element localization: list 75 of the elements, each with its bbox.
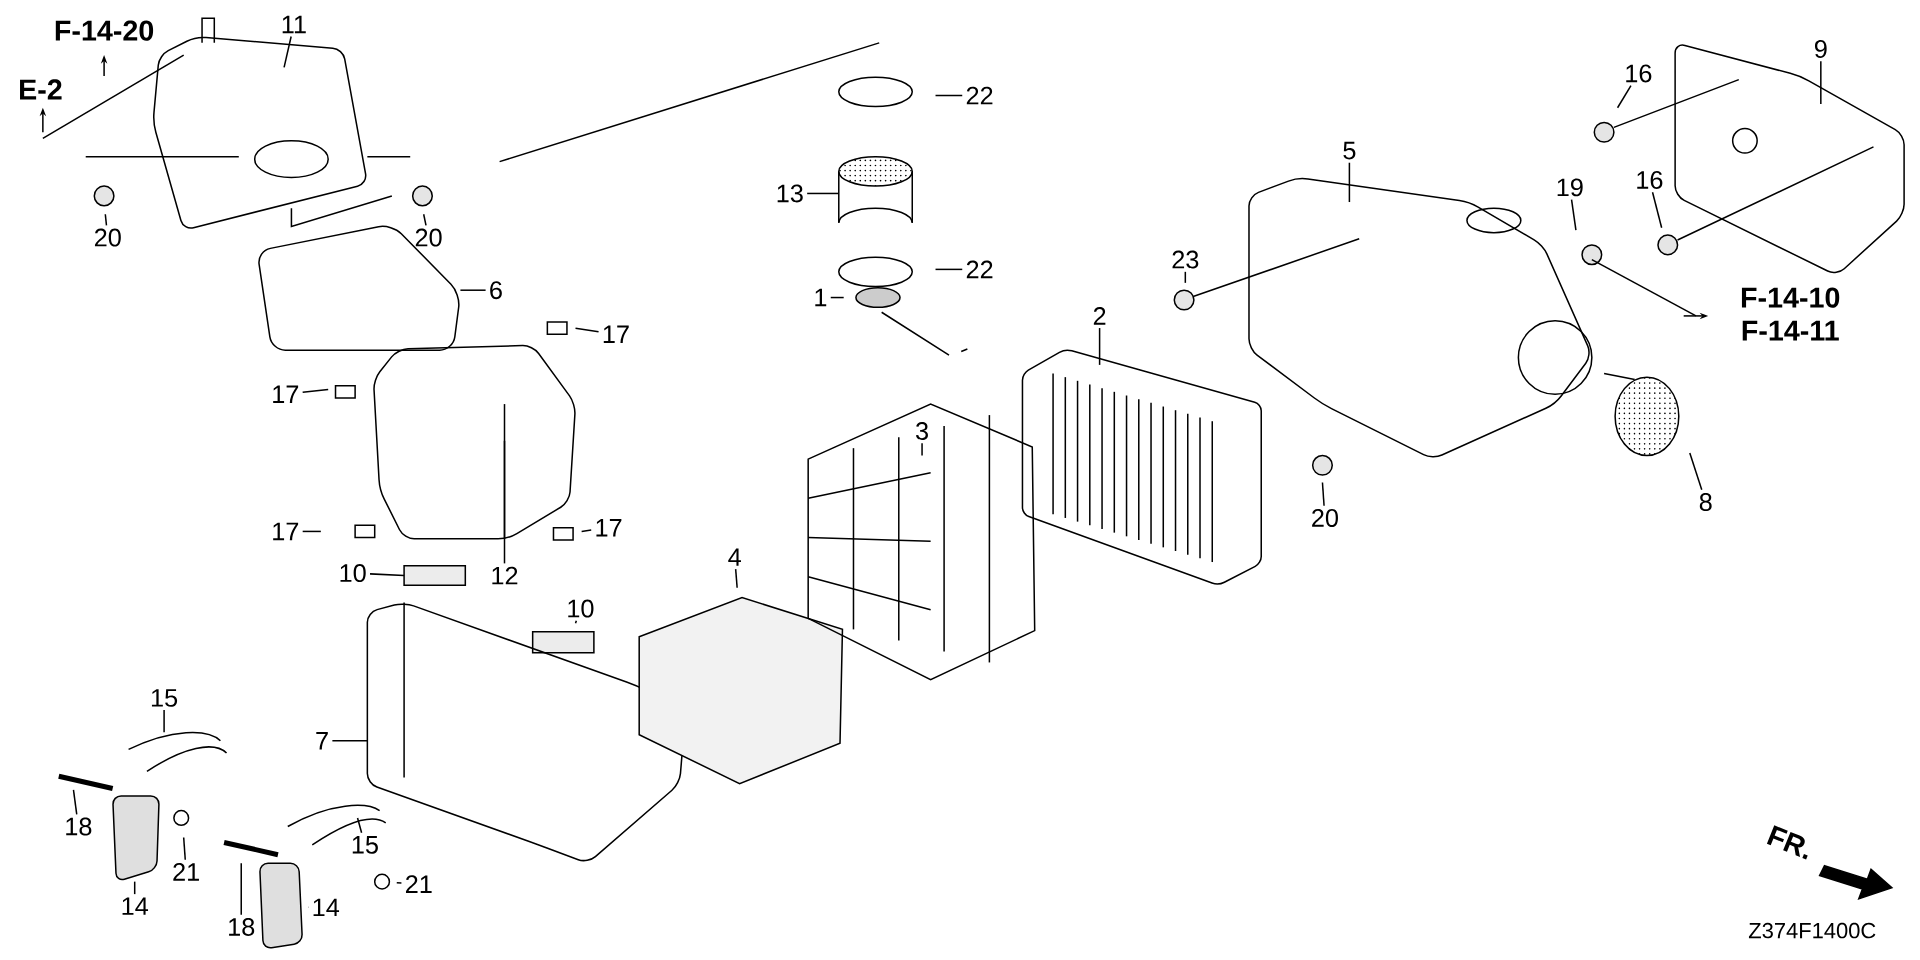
reference-label: F-14-10 (1741, 287, 1840, 308)
leader-line (133, 880, 136, 895)
callout-number: 22 (966, 260, 993, 279)
drawing-number: Z374F1400C (1748, 922, 1876, 939)
callout-number: 12 (492, 566, 518, 585)
callout-number: 11 (282, 15, 306, 34)
leader-line (422, 213, 427, 227)
reference-label: E-2 (20, 79, 62, 100)
callout-number: 10 (340, 564, 366, 582)
leader-line (1689, 452, 1703, 491)
leader-line (301, 530, 322, 533)
reference-label: F-14-20 (55, 20, 154, 41)
callout-number: 2 (1093, 307, 1106, 325)
leader-line (934, 268, 963, 271)
leader-line (331, 740, 369, 742)
leader-line (1348, 161, 1351, 203)
leader-line (1098, 327, 1101, 366)
leader-line (734, 568, 738, 589)
callout-number: 18 (229, 917, 255, 936)
callout-number: 15 (352, 836, 378, 854)
callout-number: 15 (151, 689, 178, 707)
callout-number: 20 (94, 228, 121, 247)
leader-line (1184, 271, 1187, 284)
callout-number: 22 (966, 86, 993, 105)
leader-line (574, 620, 578, 624)
leader-line (283, 35, 292, 69)
reference-label: F-14-11 (1742, 320, 1839, 341)
leader-line (1321, 481, 1325, 507)
leader-line (1651, 191, 1663, 229)
leader-line (459, 289, 487, 291)
leader-line (104, 213, 108, 227)
callout-number: 20 (415, 228, 442, 247)
callout-number: 17 (273, 522, 299, 541)
leader-line (301, 388, 329, 394)
leader-line (1820, 60, 1822, 105)
leader-line (72, 789, 78, 816)
callout-number: 23 (1172, 250, 1199, 269)
leader-line (182, 836, 186, 861)
callout-number: 3 (915, 422, 928, 440)
leader-line (934, 94, 963, 97)
leader-line (580, 529, 592, 533)
callout-number: 21 (173, 863, 199, 881)
leader-line (163, 709, 165, 733)
callout-number: 1 (815, 288, 827, 307)
callout-number: 4 (728, 548, 741, 566)
callout-number: 17 (596, 519, 622, 537)
callout-number: 16 (1637, 171, 1663, 189)
leader-line (574, 327, 600, 333)
leader-line (806, 192, 840, 195)
direction-label: FR. (1766, 825, 1808, 860)
callout-number: 13 (777, 184, 803, 203)
callout-number: 8 (1699, 493, 1712, 511)
callout-number: 20 (1312, 509, 1338, 527)
leader-line (396, 882, 403, 884)
callout-number: 9 (1815, 40, 1827, 58)
callout-number: 19 (1557, 178, 1583, 197)
callout-number: 5 (1343, 141, 1356, 160)
leader-line (1570, 198, 1577, 231)
leader-line (240, 862, 242, 916)
callout-number: 16 (1626, 64, 1652, 83)
callout-number: 14 (313, 898, 340, 917)
leader-line (503, 440, 506, 565)
leader-line (1616, 84, 1632, 109)
callout-number: 14 (122, 897, 149, 915)
leader-line (921, 442, 923, 457)
callout-number: 17 (273, 385, 299, 403)
callout-number: 10 (568, 599, 594, 618)
callout-number: 18 (66, 817, 92, 836)
callout-number: 17 (603, 325, 629, 343)
leader-line (830, 296, 845, 299)
leader-line (356, 817, 363, 834)
leader-line (369, 573, 405, 577)
callout-number: 7 (316, 732, 328, 750)
callout-number: 21 (406, 875, 432, 893)
callout-number: 6 (490, 281, 502, 300)
